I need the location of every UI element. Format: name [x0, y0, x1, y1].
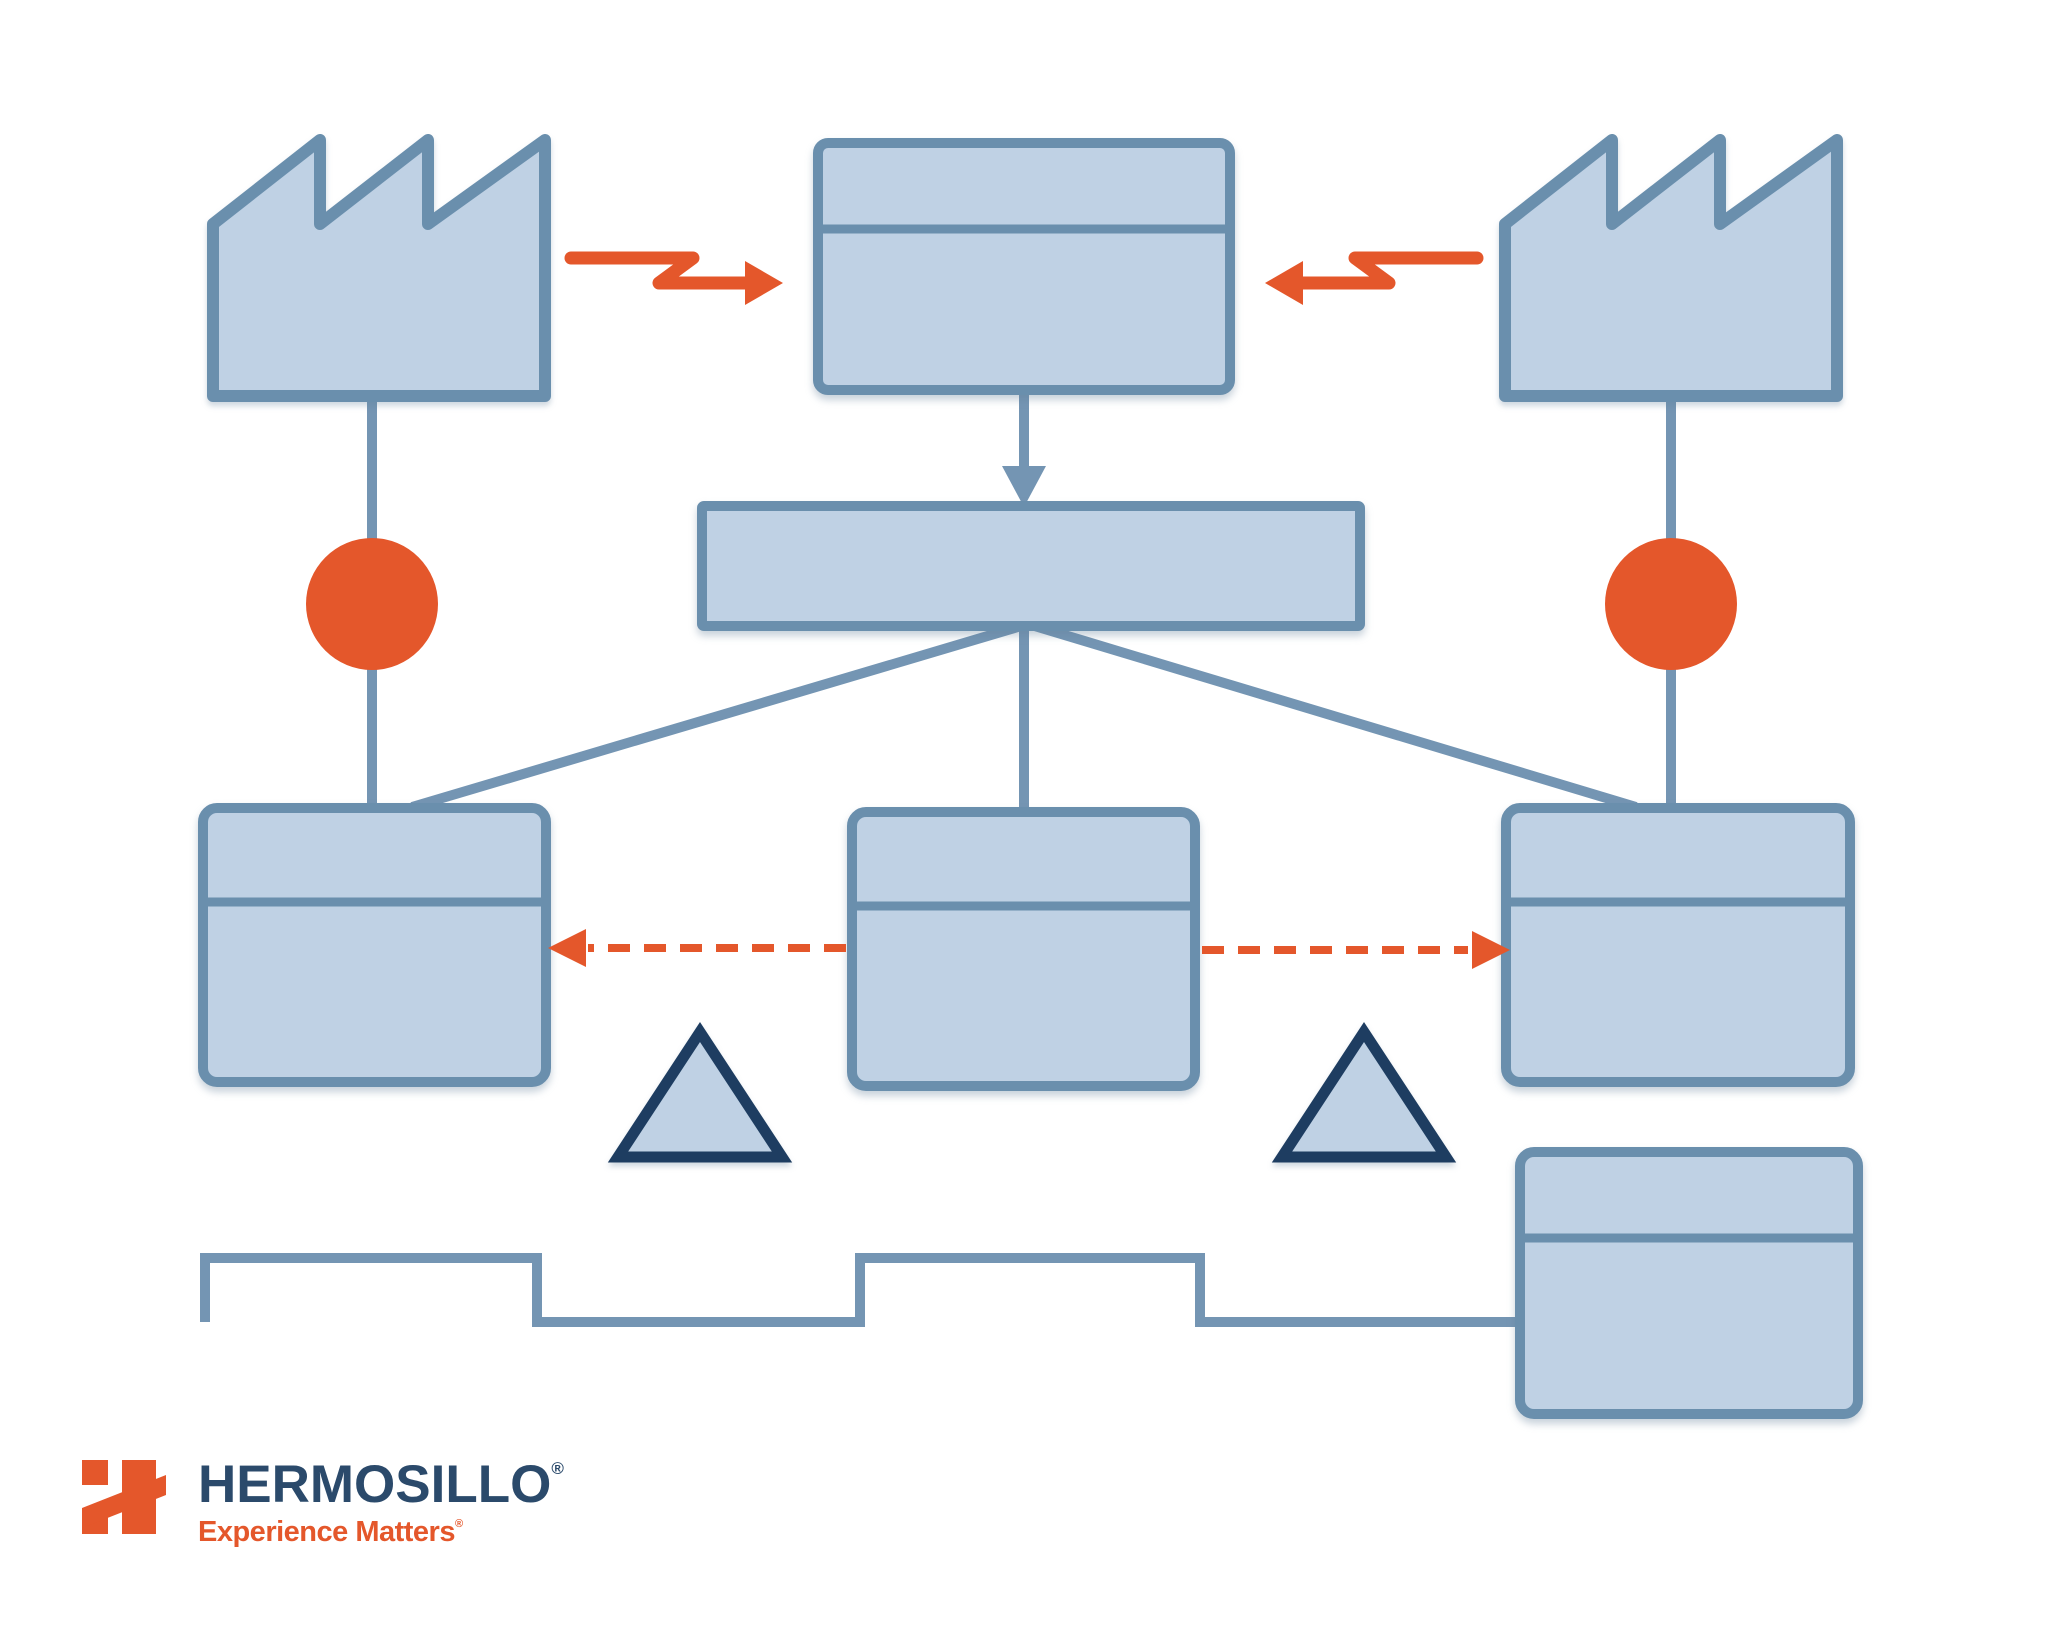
info-flow-right-head — [1265, 261, 1303, 305]
process-box-3-rect — [1501, 803, 1855, 1087]
shipment-data-box-rect — [1515, 1147, 1863, 1419]
supplier-factory-icon — [207, 134, 551, 402]
hermosillo-h-icon — [82, 1460, 166, 1534]
info-flow-left-head — [745, 261, 783, 305]
logo-text: HERMOSILLO® Experience Matters® — [198, 1458, 564, 1547]
process-box-3 — [1501, 803, 1855, 1087]
process-box-2-rect — [847, 807, 1200, 1091]
hermosillo-logo: HERMOSILLO® Experience Matters® — [82, 1458, 564, 1547]
withdrawal-arrow-right — [1202, 931, 1510, 969]
inventory-triangle-2-icon — [1271, 1021, 1457, 1163]
schedule-down-arrow-head — [1002, 466, 1046, 507]
info-flow-left-zigzag — [564, 251, 752, 290]
shipment-data-box — [1515, 1147, 1863, 1419]
production-control-rect — [813, 138, 1235, 395]
orange-circle-left-icon — [306, 538, 438, 670]
process-box-2 — [847, 807, 1200, 1091]
withdrawal-arrow-right-head — [1472, 931, 1510, 969]
logo-tagline-reg: ® — [454, 1518, 463, 1530]
info-flow-from-supplier — [564, 251, 783, 305]
production-control-box — [813, 138, 1235, 395]
withdrawal-arrow-left-head — [548, 929, 586, 967]
info-flow-from-customer — [1265, 251, 1484, 305]
info-flow-right-zigzag — [1296, 251, 1484, 290]
inventory-triangle-1-icon — [607, 1021, 793, 1163]
process-box-1-rect — [198, 803, 551, 1087]
logo-brand-text: HERMOSILLO® — [198, 1455, 564, 1514]
customer-factory-icon — [1499, 134, 1843, 402]
schedule-bar-rect — [697, 501, 1365, 631]
bar-to-process-3-line — [1026, 619, 1638, 812]
withdrawal-arrow-left — [548, 929, 846, 967]
lead-time-ladder — [200, 1253, 1520, 1327]
orange-circle-right-icon — [1605, 538, 1737, 670]
process-box-1 — [198, 803, 551, 1087]
bar-to-process-1-line — [410, 619, 1030, 812]
logo-brand-reg: ® — [551, 1459, 564, 1478]
logo-tagline-text: Experience Matters® — [198, 1516, 463, 1548]
